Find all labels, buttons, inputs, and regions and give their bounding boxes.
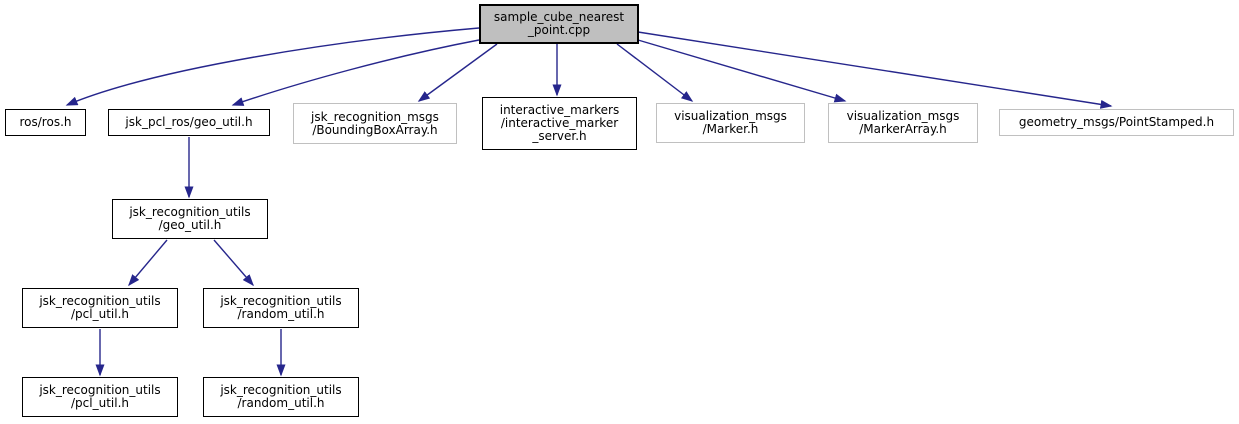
node-interactive-markers-interactive-marker-server-h[interactable]: interactive_markers /interactive_marker … [482, 97, 637, 150]
node-geometry-msgs-pointstamped-h: geometry_msgs/PointStamped.h [999, 109, 1234, 136]
node-sample-cube-nearest-point-cpp: sample_cube_nearest _point.cpp [479, 4, 639, 44]
node-ros-ros-h[interactable]: ros/ros.h [5, 109, 86, 136]
node-visualization-msgs-marker-h: visualization_msgs /Marker.h [656, 103, 805, 143]
edge-root-to-bbox-array [417, 43, 498, 102]
node-jsk-recognition-utils-pcl-util-h[interactable]: jsk_recognition_utils /pcl_util.h [22, 288, 178, 328]
node-jsk-pcl-ros-geo-util-h[interactable]: jsk_pcl_ros/geo_util.h [108, 109, 270, 136]
edge-root-to-point-stamped [637, 31, 1113, 109]
node-jsk-recognition-utils-random-util-h[interactable]: jsk_recognition_utils /random_util.h [203, 288, 359, 328]
node-jsk-recognition-msgs-boundingboxarray-h: jsk_recognition_msgs /BoundingBoxArray.h [293, 103, 457, 144]
node-jsk-recognition-utils-random-util-h-2[interactable]: jsk_recognition_utils /random_util.h [203, 377, 359, 417]
edge-utils-geo-to-utils-random [213, 239, 254, 287]
node-jsk-recognition-utils-pcl-util-h-2[interactable]: jsk_recognition_utils /pcl_util.h [22, 377, 178, 417]
edge-root-to-marker [616, 43, 694, 102]
node-visualization-msgs-markerarray-h: visualization_msgs /MarkerArray.h [828, 103, 978, 143]
edge-root-to-marker-array [637, 39, 847, 103]
edge-root-to-pcl-ros-geo [231, 39, 480, 106]
edge-utils-geo-to-utils-pcl [128, 239, 168, 287]
node-jsk-recognition-utils-geo-util-h[interactable]: jsk_recognition_utils /geo_util.h [112, 199, 268, 239]
edge-root-to-ros [65, 27, 480, 106]
